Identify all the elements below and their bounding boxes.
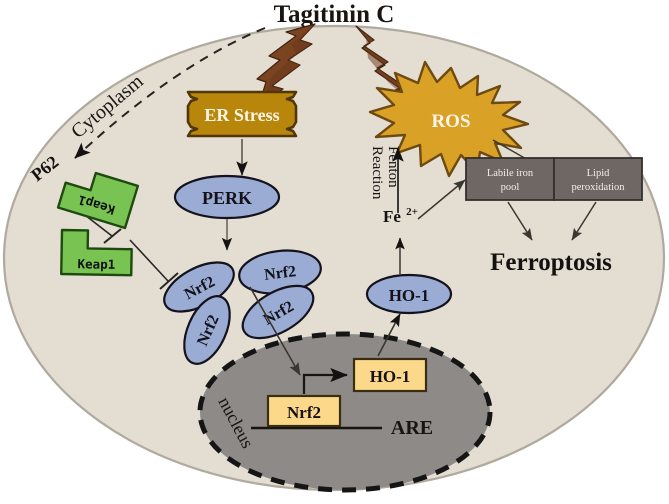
fenton-reaction-line1: Fenton [385, 146, 401, 188]
nrf2-nucleus-label: Nrf2 [287, 403, 321, 422]
ferroptosis-label: Ferroptosis [490, 249, 612, 276]
arrow-lipid-perox-to-ferroptosis [571, 201, 597, 241]
page-title: Tagitinin C [274, 1, 395, 28]
ho1-label: HO-1 [389, 286, 430, 305]
ros-node[interactable]: ROS [368, 60, 530, 178]
arrow-nrf2-to-ho1-gene [302, 367, 348, 394]
nrf2-nucleus-node[interactable]: Nrf2 [266, 394, 342, 428]
nrf2-label-2: Nrf2 [263, 263, 297, 284]
are-label: ARE [391, 417, 433, 439]
arrow-nrf2-to-nucleus [249, 286, 301, 376]
arrow-fe2-to-labile-iron-pool [417, 179, 466, 220]
nrf2-node-4[interactable]: Nrf2 [175, 289, 239, 370]
er-stress-node[interactable]: ER Stress [186, 90, 298, 138]
perk-node[interactable]: PERK [173, 174, 281, 220]
nrf2-node-2[interactable]: Nrf2 [237, 246, 324, 298]
nrf2-node-1[interactable]: Nrf2 [157, 252, 242, 321]
keap1-node-rotated[interactable]: Keap1 [56, 165, 140, 230]
lipid-peroxidation-line2: peroxidation [571, 182, 625, 193]
keap1-node[interactable]: Keap1 [60, 228, 133, 277]
ho1-node[interactable]: HO-1 [365, 273, 453, 315]
fe2-charge-label: 2+ [406, 206, 418, 218]
perk-label: PERK [202, 188, 252, 208]
fenton-reaction-label: Fenton Reaction [369, 146, 401, 200]
er-stress-label: ER Stress [204, 105, 279, 125]
labile-iron-pool-line1: Labile iron [487, 168, 534, 179]
fe2-label: Fe [383, 207, 401, 226]
labile-iron-pool-node[interactable]: Labile iron pool [465, 157, 555, 201]
labile-iron-pool-line2: pool [501, 182, 520, 193]
ho1-nucleus-label: HO-1 [370, 367, 411, 386]
arrow-ho1-gene-to-ho1-protein [377, 313, 401, 357]
ros-label: ROS [431, 111, 470, 132]
nucleus [197, 331, 493, 493]
cytoplasm-pointer [74, 27, 266, 159]
nrf2-node-3[interactable]: Nrf2 [234, 275, 322, 349]
fenton-reaction-line2: Reaction [369, 146, 385, 200]
fe2-node: Fe 2+ [383, 206, 418, 226]
nrf2-cluster: Nrf2 Nrf2 Nrf2 Nrf2 [157, 246, 324, 370]
ho1-nucleus-node[interactable]: HO-1 [352, 357, 428, 393]
lipid-peroxidation-node[interactable]: Lipid peroxidation [553, 157, 643, 201]
arrow-labile-iron-to-ferroptosis [507, 201, 533, 241]
lipid-peroxidation-line1: Lipid [587, 168, 610, 179]
keap1-label: Keap1 [77, 256, 115, 272]
inhibition-keap1-to-nrf2 [129, 239, 179, 290]
